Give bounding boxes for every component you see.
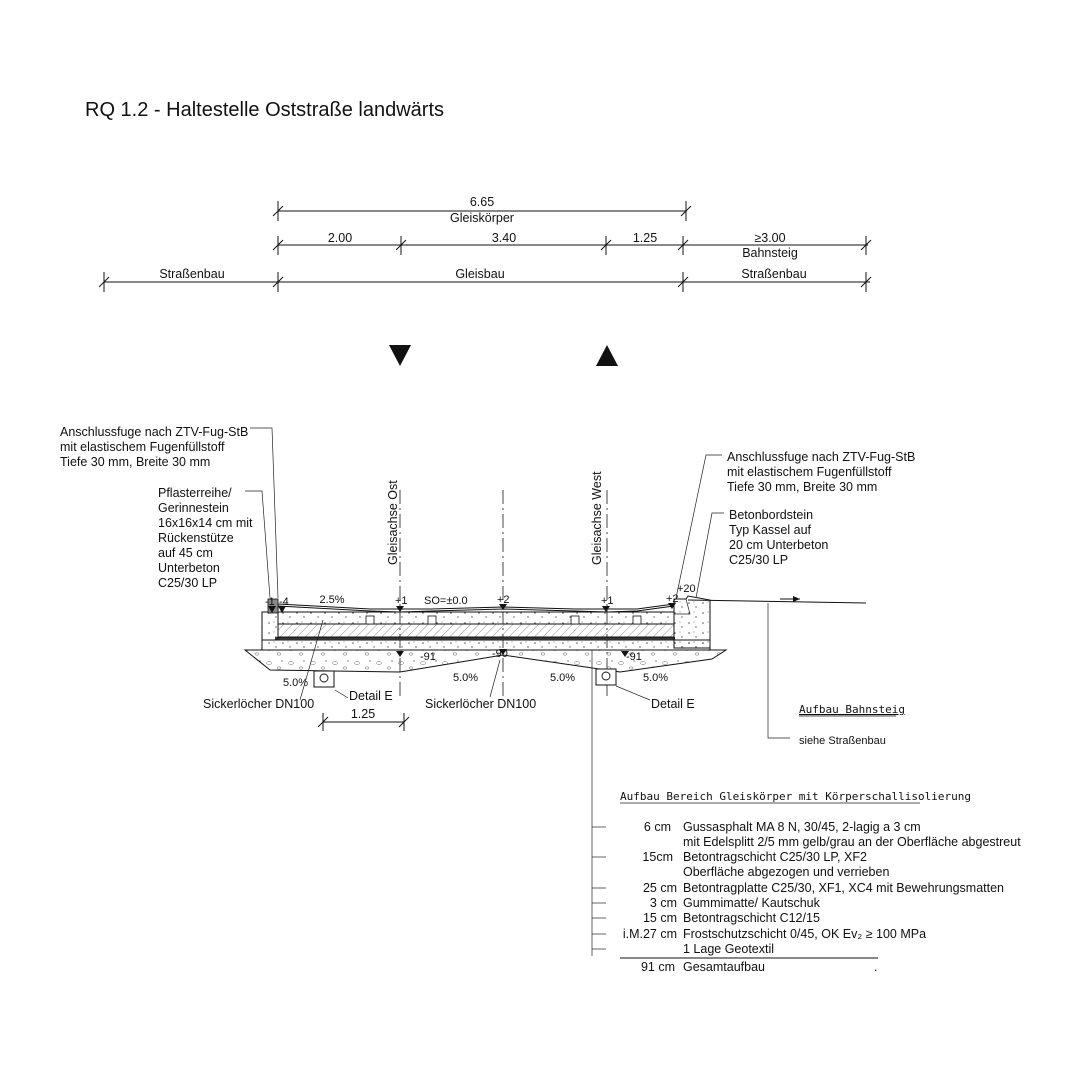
dim-seg1: 2.00 bbox=[328, 231, 352, 245]
label-layers-rows-4-thickness: 25 cm bbox=[643, 881, 677, 895]
label-annotations-left_joint-1: mit elastischem Fugenfüllstoff bbox=[60, 440, 225, 454]
dimension-chains: 6.65 Gleiskörper 2.00 3.40 1.25 ≥3.00 Ba… bbox=[98, 195, 872, 292]
label-annotations-paving-1: Gerinnestein bbox=[158, 501, 229, 515]
slope-4: 5.0% bbox=[643, 672, 668, 684]
right-joint-annotation: Anschlussfuge nach ZTV-Fug-StB mit elast… bbox=[675, 450, 915, 599]
svg-text:.: . bbox=[874, 960, 877, 974]
drainage-labels: Sickerlöcher DN100 Detail E Sickerlöcher… bbox=[203, 619, 695, 711]
zone-mid: Gleisbau bbox=[455, 267, 504, 281]
label-layers-rows-6-thickness: 15 cm bbox=[643, 911, 677, 925]
slope-1: 5.0% bbox=[283, 677, 308, 689]
left-joint-annotation: Anschlussfuge nach ZTV-Fug-StB mit elast… bbox=[60, 425, 279, 599]
label-layers-rows-6-desc: Betontragschicht C12/15 bbox=[683, 911, 820, 925]
label-annotations-curb-1: Typ Kassel auf bbox=[729, 523, 812, 537]
level-p1b: +1 bbox=[601, 595, 614, 607]
label-layers-rows-8-desc: 1 Lage Geotextil bbox=[683, 942, 774, 956]
level-neg4: -4 bbox=[279, 596, 289, 608]
platform-note: Aufbau Bahnsteig siehe Straßenbau bbox=[767, 603, 905, 747]
level-p20: +20 bbox=[677, 583, 696, 595]
axis-ost-label: Gleisachse Ost bbox=[386, 480, 400, 565]
total-label: Gesamtaufbau bbox=[683, 960, 765, 974]
label-annotations-paving-2: 16x16x14 cm mit bbox=[158, 516, 253, 530]
level-m90: -90 bbox=[492, 648, 508, 660]
axis-west-label: Gleisachse West bbox=[590, 471, 604, 565]
sicker-label-2: Sickerlöcher DN100 bbox=[425, 697, 536, 711]
zone-left: Straßenbau bbox=[159, 267, 224, 281]
direction-up-icon bbox=[596, 345, 618, 366]
zone-right: Straßenbau bbox=[741, 267, 806, 281]
dim-seg2: 3.40 bbox=[492, 231, 516, 245]
label-layers-rows-2-desc: Betontragschicht C25/30 LP, XF2 bbox=[683, 850, 867, 864]
level-m91a: -91 bbox=[420, 651, 436, 663]
label-layers-rows-0-thickness: 6 cm bbox=[644, 820, 671, 834]
curb-annotation: Betonbordstein Typ Kassel auf 20 cm Unte… bbox=[695, 508, 828, 599]
label-annotations-paving-3: Rückenstütze bbox=[158, 531, 234, 545]
slope-2: 5.0% bbox=[453, 672, 478, 684]
label-layers-rows-7-thickness: i.M.27 cm bbox=[623, 927, 677, 941]
dim-total: 6.65 bbox=[470, 195, 494, 209]
direction-down-icon bbox=[389, 345, 411, 366]
detail-label-1: Detail E bbox=[349, 689, 393, 703]
label-layers-rows-1-desc: mit Edelsplitt 2/5 mm gelb/grau an der O… bbox=[683, 835, 1021, 849]
paving-annotation: Pflasterreihe/ Gerinnestein 16x16x14 cm … bbox=[158, 486, 271, 599]
dim-total-label: Gleiskörper bbox=[450, 211, 514, 225]
slope-top: 2.5% bbox=[319, 594, 344, 606]
label-layers-rows-5-desc: Gummimatte/ Kautschuk bbox=[683, 896, 821, 910]
cross-section bbox=[243, 595, 867, 688]
total-thickness: 91 cm bbox=[641, 960, 675, 974]
label-annotations-curb-3: C25/30 LP bbox=[729, 553, 788, 567]
layer-table: Aufbau Bereich Gleiskörper mit Körpersch… bbox=[591, 650, 1021, 974]
level-so: SO=±0.0 bbox=[424, 595, 468, 607]
label-annotations-left_joint-0: Anschlussfuge nach ZTV-Fug-StB bbox=[60, 425, 248, 439]
slope-3: 5.0% bbox=[550, 672, 575, 684]
label-annotations-curb-2: 20 cm Unterbeton bbox=[729, 538, 828, 552]
label-annotations-right_joint-1: mit elastischem Fugenfüllstoff bbox=[727, 465, 892, 479]
label-annotations-right_joint-0: Anschlussfuge nach ZTV-Fug-StB bbox=[727, 450, 915, 464]
layers-heading: Aufbau Bereich Gleiskörper mit Körpersch… bbox=[620, 790, 971, 803]
label-layers-rows-0-desc: Gussasphalt MA 8 N, 30/45, 2-lagig a 3 c… bbox=[683, 820, 921, 834]
label-annotations-paving-0: Pflasterreihe/ bbox=[158, 486, 232, 500]
detail-label-2: Detail E bbox=[651, 697, 695, 711]
platform-ref: siehe Straßenbau bbox=[799, 735, 886, 747]
bottom-dimension: 1.25 bbox=[317, 707, 410, 731]
label-layers-rows-3-desc: Oberfläche abgezogen und verrieben bbox=[683, 865, 889, 879]
label-annotations-left_joint-2: Tiefe 30 mm, Breite 30 mm bbox=[60, 455, 210, 469]
track-axes: Gleisachse Ost Gleisachse West bbox=[386, 471, 608, 700]
drawing-title: RQ 1.2 - Haltestelle Oststraße landwärts bbox=[85, 99, 444, 121]
dim-seg3: 1.25 bbox=[633, 231, 657, 245]
level-p1a: +1 bbox=[395, 595, 408, 607]
level-m91b: -91 bbox=[626, 651, 642, 663]
level-markers: -1 -4 2.5% +1 SO=±0.0 +2 +1 +2 +20 -91 -… bbox=[265, 583, 696, 663]
level-p2: +2 bbox=[497, 594, 510, 606]
sicker-label-1: Sickerlöcher DN100 bbox=[203, 697, 314, 711]
label-annotations-paving-5: Unterbeton bbox=[158, 561, 220, 575]
dim-seg4-label: Bahnsteig bbox=[742, 246, 798, 260]
label-annotations-curb-0: Betonbordstein bbox=[729, 508, 813, 522]
level-neg1: -1 bbox=[265, 596, 275, 608]
platform-heading: Aufbau Bahnsteig bbox=[799, 703, 905, 716]
dim-bottom: 1.25 bbox=[351, 707, 375, 721]
label-layers-rows-5-thickness: 3 cm bbox=[650, 896, 677, 910]
label-layers-rows-7-desc: Frostschutzschicht 0/45, OK Ev₂ ≥ 100 MP… bbox=[683, 927, 926, 941]
dim-seg4: ≥3.00 bbox=[754, 231, 785, 245]
label-layers-rows-4-desc: Betontragplatte C25/30, XF1, XC4 mit Bew… bbox=[683, 881, 1004, 895]
level-p2b: +2 bbox=[666, 593, 679, 605]
label-annotations-paving-4: auf 45 cm bbox=[158, 546, 213, 560]
label-annotations-paving-6: C25/30 LP bbox=[158, 576, 217, 590]
label-layers-rows-2-thickness: 15cm bbox=[642, 850, 673, 864]
label-annotations-right_joint-2: Tiefe 30 mm, Breite 30 mm bbox=[727, 480, 877, 494]
